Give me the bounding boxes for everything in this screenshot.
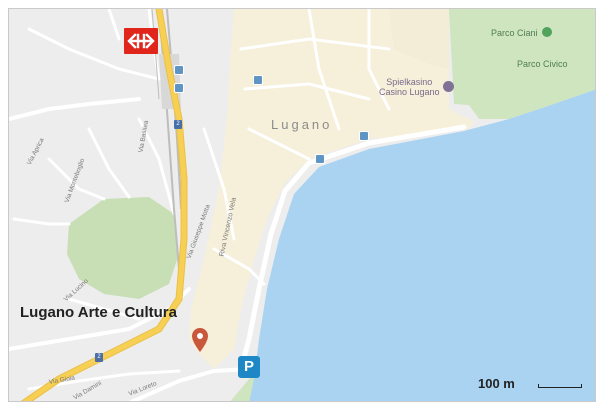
lake-lugano [249,89,595,401]
scale-bar [538,384,582,388]
map-frame[interactable]: 2 2 Parco Ciani Parco Civico Spielkasino… [8,8,596,402]
venue-label: Lugano Arte e Cultura [20,304,177,321]
route-number-shield: 2 [95,353,103,362]
park-ciani-label: Parco Ciani [491,27,553,38]
route-number-shield: 2 [174,120,182,129]
bus-stop-icon[interactable] [253,75,263,85]
bus-stop-icon[interactable] [359,131,369,141]
map-canvas[interactable] [9,9,596,402]
casino-icon[interactable] [443,81,454,92]
bus-stop-icon[interactable] [174,65,184,75]
casino-label: Spielkasino Casino Lugano [379,77,440,97]
location-pin-icon[interactable] [191,327,209,358]
scale-label: 100 m [478,376,515,391]
urban-area-north [389,9,449,69]
bus-stop-icon[interactable] [174,83,184,93]
bus-stop-icon[interactable] [315,154,325,164]
park-civico [449,9,595,119]
park-civico-label: Parco Civico [517,59,568,69]
urban-area [189,9,474,369]
park-hill [67,197,179,299]
road-network [9,9,467,401]
park-icon [542,27,553,37]
parking-icon[interactable]: P [238,356,260,378]
swiss-railway-station-icon[interactable] [124,28,158,54]
district-label: Lugano [271,117,333,132]
main-road-fill [22,9,187,401]
